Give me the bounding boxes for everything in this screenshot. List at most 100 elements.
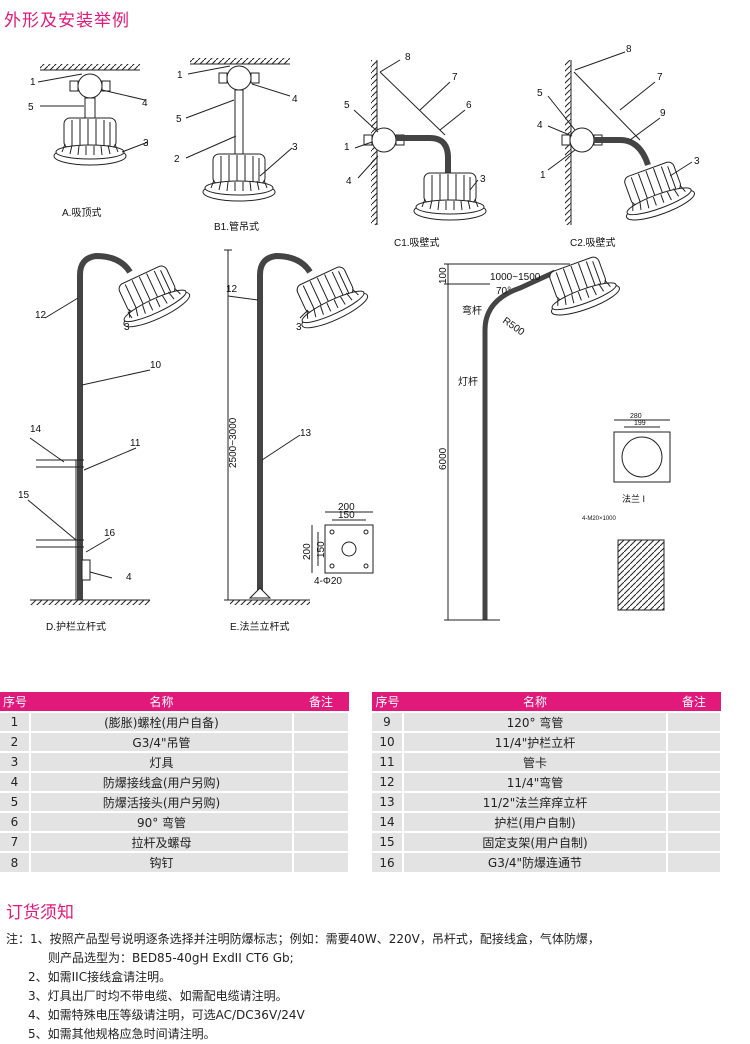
svg-text:6000: 6000 xyxy=(438,447,449,470)
cell-note xyxy=(667,791,722,812)
cell-note xyxy=(293,811,350,832)
svg-text:1: 1 xyxy=(177,70,183,81)
svg-text:3: 3 xyxy=(694,156,700,167)
svg-text:13: 13 xyxy=(300,428,312,439)
cell-no: 4 xyxy=(0,771,31,792)
cell-no: 15 xyxy=(372,831,404,852)
figure-e-flange-pole: 2500~3000 12 3 13 200 150 200 150 4-Φ20 … xyxy=(224,249,374,633)
cell-name: 管卡 xyxy=(403,751,668,772)
figure-f-street-pole: 100 1000~1500 70° R500 弯杆 灯杆 6000 280 19… xyxy=(438,251,671,621)
figure-c2-wall-mount: 8 7 9 5 4 1 3 C2.吸壁式 xyxy=(537,44,700,249)
cell-name: 11/4"护栏立杆 xyxy=(403,731,668,752)
cell-note xyxy=(293,831,350,852)
cell-name: 防爆活接头(用户另购) xyxy=(30,791,294,812)
svg-text:R500: R500 xyxy=(500,315,526,338)
svg-text:4: 4 xyxy=(346,176,352,187)
caption-e: E.法兰立杆式 xyxy=(230,620,289,633)
svg-text:1: 1 xyxy=(540,170,546,181)
cell-note xyxy=(293,771,350,792)
cell-no: 8 xyxy=(0,851,31,872)
svg-text:10: 10 xyxy=(150,360,162,371)
svg-text:200: 200 xyxy=(302,543,313,560)
svg-text:5: 5 xyxy=(176,114,182,125)
order-notes-title: 订货须知 xyxy=(6,903,74,923)
order-notes: 注：1、按照产品型号说明逐条选择并注明防爆标志；例如：需要40W、220V，吊杆… xyxy=(6,930,600,1044)
figure-a-ceiling-mount: 1 5 4 3 A.吸顶式 xyxy=(28,64,149,219)
caption-a: A.吸顶式 xyxy=(62,206,101,219)
cell-no: 12 xyxy=(372,771,404,792)
svg-text:8: 8 xyxy=(626,44,632,55)
cell-note xyxy=(667,771,722,792)
svg-text:100: 100 xyxy=(438,267,449,284)
svg-text:199: 199 xyxy=(634,420,646,427)
cell-note xyxy=(667,851,722,872)
note-3: 3、灯具出厂时均不带电缆、如需配电缆请注明。 xyxy=(28,989,288,1003)
cell-no: 10 xyxy=(372,731,404,752)
svg-text:2500~3000: 2500~3000 xyxy=(228,417,239,468)
svg-text:15: 15 xyxy=(18,490,30,501)
cell-name: (膨胀)螺栓(用户自备) xyxy=(30,711,294,732)
svg-text:3: 3 xyxy=(143,138,149,149)
caption-c1: C1.吸壁式 xyxy=(394,236,440,249)
caption-c2: C2.吸壁式 xyxy=(570,236,616,249)
svg-text:4: 4 xyxy=(142,98,148,109)
cell-note xyxy=(667,731,722,752)
figure-c1-wall-mount: 8 7 6 5 1 4 3 C1.吸壁式 xyxy=(344,52,487,249)
cell-name: G3/4"防爆连通节 xyxy=(403,851,668,872)
figure-d-guardrail-pole: 12 3 10 14 11 15 16 4 D.护栏立杆式 xyxy=(18,252,194,633)
svg-text:灯杆: 灯杆 xyxy=(458,376,478,388)
svg-text:3: 3 xyxy=(480,174,486,185)
cell-no: 1 xyxy=(0,711,31,732)
cell-name: 钩钉 xyxy=(30,851,294,872)
note-1-cont: 则产品选型为：BED85-40gH ExdII CT6 Gb; xyxy=(48,951,294,965)
cell-no: 5 xyxy=(0,791,31,812)
cell-note xyxy=(293,851,350,872)
cell-no: 3 xyxy=(0,751,31,772)
svg-text:5: 5 xyxy=(344,100,350,111)
cell-name: G3/4"吊管 xyxy=(30,731,294,752)
svg-text:弯杆: 弯杆 xyxy=(462,304,482,317)
svg-text:3: 3 xyxy=(292,142,298,153)
svg-text:5: 5 xyxy=(537,88,543,99)
figure-b1-pipe-pendant: 1 5 2 4 3 B1.管吊式 xyxy=(174,58,298,233)
svg-text:8: 8 xyxy=(405,52,411,63)
svg-text:4: 4 xyxy=(292,94,298,105)
cell-no: 14 xyxy=(372,811,404,832)
cell-note xyxy=(293,751,350,772)
cell-note xyxy=(293,711,350,732)
svg-text:3: 3 xyxy=(124,322,130,333)
svg-text:7: 7 xyxy=(657,72,663,83)
cell-name: 护栏(用户自制) xyxy=(403,811,668,832)
cell-name: 固定支架(用户自制) xyxy=(403,831,668,852)
cell-note xyxy=(667,811,722,832)
svg-text:4-Φ20: 4-Φ20 xyxy=(314,576,342,587)
svg-text:9: 9 xyxy=(660,108,666,119)
svg-text:70°: 70° xyxy=(496,286,511,297)
svg-text:11: 11 xyxy=(130,438,141,449)
cell-note xyxy=(667,711,722,732)
cell-name: 90° 弯管 xyxy=(30,811,294,832)
svg-text:7: 7 xyxy=(452,72,458,83)
svg-text:280: 280 xyxy=(630,413,642,420)
svg-text:4: 4 xyxy=(126,572,132,583)
svg-text:14: 14 xyxy=(30,424,42,435)
cell-no: 2 xyxy=(0,731,31,752)
section-title: 外形及安装举例 xyxy=(4,11,130,31)
cell-no: 16 xyxy=(372,851,404,872)
cell-name: 120° 弯管 xyxy=(403,711,668,732)
svg-text:1: 1 xyxy=(344,142,350,153)
svg-text:16: 16 xyxy=(104,528,116,539)
cell-name: 拉杆及螺母 xyxy=(30,831,294,852)
